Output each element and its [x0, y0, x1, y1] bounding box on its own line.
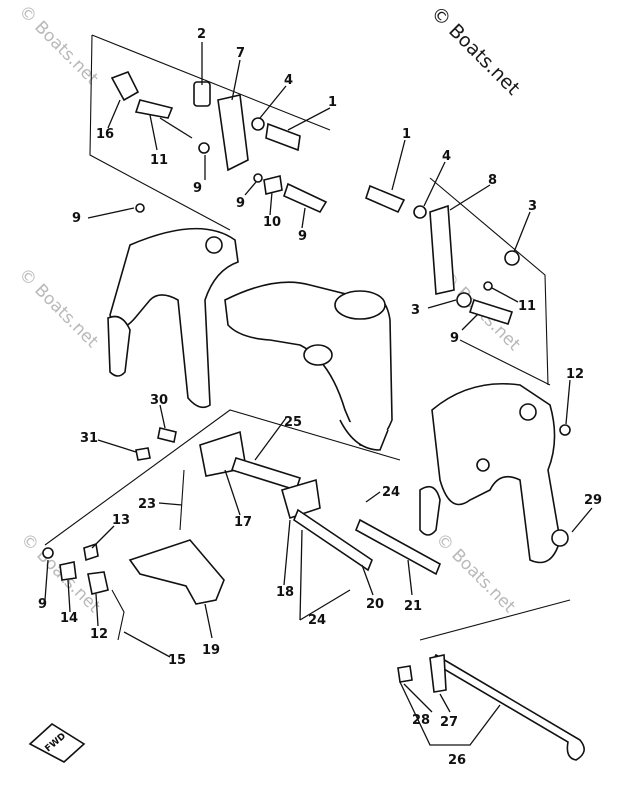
part-14-pin: [83, 542, 99, 562]
part-29-grommet: [551, 529, 569, 547]
part-28-clip: [397, 665, 413, 683]
part-4-washer: [251, 117, 265, 131]
part-9-ring-d: [42, 547, 54, 559]
callout-14: 13: [112, 513, 130, 528]
callout-28: 28: [412, 713, 430, 728]
part-17-cap: [110, 70, 140, 102]
callout-18: 17: [234, 515, 252, 530]
callout-9: 12: [566, 367, 584, 382]
watermark-text: © Boats.net: [431, 529, 519, 617]
part-6-lever: [429, 204, 455, 295]
lower-linkage-parts: [42, 424, 571, 641]
watermark-text: © Boats.net: [14, 264, 102, 352]
part-5-lever: [217, 94, 249, 172]
part-13-block: [87, 571, 109, 595]
callout-23: 23: [138, 497, 156, 512]
callout-1: 1: [328, 95, 337, 110]
callout-22: 21: [404, 599, 422, 614]
callout-8: 9: [298, 229, 307, 244]
callout-3: 3: [528, 199, 537, 214]
callout-20: 19: [202, 643, 220, 658]
part-27-pin: [429, 654, 447, 693]
outline-upper-right: [429, 177, 549, 386]
outline-right-box: [459, 339, 551, 386]
callout-4: 4: [284, 73, 293, 88]
callout-3: 3: [411, 303, 420, 318]
callout-13: 12: [90, 627, 108, 642]
part-25-shaft: [230, 457, 302, 491]
callout-labels: 2 7 4 1 16 11 9 9 10 9 9 1 4 8 3 3 11 9 …: [38, 27, 602, 768]
assembly-outlines: [44, 34, 571, 641]
part-12-clip: [134, 99, 174, 119]
outline-upper-left: [89, 34, 231, 231]
outline-tiller: [419, 599, 571, 641]
part-10-washer: [198, 142, 210, 154]
callout-9: 9: [236, 196, 245, 211]
part-4-washer-b: [413, 205, 427, 219]
callout-9: 11: [518, 299, 536, 314]
callout-2: 2: [197, 27, 206, 42]
part-8-pin: [283, 182, 328, 214]
part-31-bolt: [135, 447, 151, 461]
callout-15: 14: [60, 611, 78, 626]
callout-9: 9: [38, 597, 47, 612]
part-2-plate: [193, 81, 211, 107]
callout-19: 18: [276, 585, 294, 600]
leader-lines: [44, 42, 593, 746]
callout-1: 1: [402, 127, 411, 142]
callout-24: 24: [382, 485, 400, 500]
callout-5: 7: [236, 46, 245, 61]
tiller-handle: [397, 653, 585, 761]
part-21-rod: [293, 508, 373, 572]
forward-direction-arrow: FWD: [28, 723, 86, 763]
callout-16: 15: [168, 653, 186, 668]
part-11-spring: [263, 175, 283, 195]
callout-6: 8: [488, 173, 497, 188]
callout-4: 4: [442, 149, 451, 164]
callout-29: 29: [584, 493, 602, 508]
left-clamp-bracket: [107, 227, 239, 409]
upper-left-small-parts: [110, 70, 328, 214]
part-3-washer: [504, 250, 520, 266]
callout-31: 31: [80, 431, 98, 446]
outline-upper-left-top: [91, 34, 331, 131]
callout-24: 24: [308, 613, 326, 628]
callout-11: 10: [263, 215, 281, 230]
callout-27: 27: [440, 715, 458, 730]
callout-17: 16: [96, 127, 114, 142]
outline-lower-left: [44, 409, 401, 546]
part-30-screw: [157, 427, 177, 443]
callout-21: 20: [366, 597, 384, 612]
brand-watermark: © Boats.net: [426, 2, 524, 100]
callout-9: 9: [72, 211, 81, 226]
watermark-text: © Boats.net: [14, 1, 102, 89]
callout-7: 9: [450, 331, 459, 346]
part-1-bolt-b: [365, 184, 406, 214]
part-1-bolt: [265, 122, 301, 152]
part-9-ring-e: [559, 424, 571, 436]
part-9-ring-c: [483, 281, 493, 291]
part-15-spring: [59, 561, 77, 581]
callout-30: 30: [150, 393, 168, 408]
part-9-ring: [253, 173, 263, 183]
upper-right-small-parts: [365, 184, 520, 325]
part-7-pin: [468, 299, 514, 325]
callout-25: 25: [284, 415, 302, 430]
callout-12: 11: [150, 153, 168, 168]
swivel-bracket: [224, 281, 393, 451]
part-3-washer-b: [456, 292, 472, 308]
right-clamp-bracket: [419, 382, 561, 564]
part-19-link: [281, 478, 321, 520]
part-20-arm: [128, 539, 225, 605]
part-22-rod: [354, 518, 442, 576]
part-9-ring-b: [135, 203, 145, 213]
part-16-wire: [111, 589, 125, 641]
callout-10: 9: [193, 181, 202, 196]
callout-26: 26: [448, 753, 466, 768]
part-23-spring: [179, 469, 185, 531]
